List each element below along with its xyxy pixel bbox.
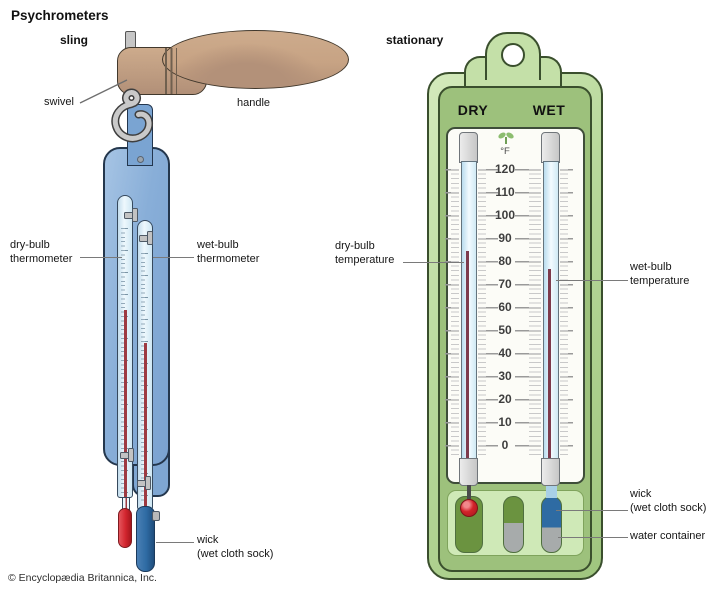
sling-dry-mercury bbox=[123, 310, 127, 502]
wick-clip bbox=[152, 511, 160, 521]
stationary-wick-label: wick (wet cloth sock) bbox=[630, 488, 707, 514]
scale-ticks-inner-left bbox=[478, 169, 498, 459]
dry-column-header: DRY bbox=[457, 102, 489, 118]
wet-tube-top-cap bbox=[540, 132, 560, 163]
reservoir-slot bbox=[503, 496, 524, 553]
scale-tick-label: 60 bbox=[498, 300, 512, 314]
thermometer-clip bbox=[147, 231, 153, 245]
plant-sprout-icon bbox=[497, 130, 515, 144]
scale-tick-label: 100 bbox=[494, 208, 516, 222]
dry-tube-bottom-cap bbox=[458, 458, 478, 486]
scale-tick-label: 20 bbox=[498, 392, 512, 406]
pointer-line bbox=[153, 256, 194, 258]
sling-heading: sling bbox=[60, 33, 89, 47]
wet-bulb-temperature-label: wet-bulb temperature bbox=[630, 261, 690, 287]
sling-handle bbox=[162, 30, 349, 89]
scale-unit: °F bbox=[500, 146, 510, 157]
thermometer-clip bbox=[145, 476, 151, 490]
scale-tick-label: 70 bbox=[498, 277, 512, 291]
wick-water-slot bbox=[541, 496, 562, 553]
dry-tube-stem bbox=[466, 485, 471, 499]
scale-tick-label: 30 bbox=[498, 369, 512, 383]
dry-bulb-ball bbox=[460, 499, 478, 517]
sling-wick bbox=[136, 506, 155, 572]
sling-wick-label: wick (wet cloth sock) bbox=[197, 534, 274, 560]
wet-bulb-thermometer-label: wet-bulb thermometer bbox=[197, 239, 260, 265]
dry-bulb bbox=[117, 508, 132, 548]
water-container-label: water container bbox=[630, 530, 706, 542]
scale-ticks-inner-right bbox=[515, 169, 541, 459]
pointer-line bbox=[558, 536, 628, 538]
scale-tick-label: 80 bbox=[498, 254, 512, 268]
scale-tick-label: 50 bbox=[498, 323, 512, 337]
pointer-line bbox=[556, 509, 628, 511]
wet-column-header: WET bbox=[532, 102, 566, 118]
thermometer-clip bbox=[128, 448, 134, 462]
pointer-line bbox=[80, 256, 122, 258]
copyright-notice: © Encyclopædia Britannica, Inc. bbox=[8, 572, 157, 584]
scale-tick-label: 40 bbox=[498, 346, 512, 360]
scale-tick-label: 110 bbox=[495, 185, 515, 199]
scale-ticks-outer-right bbox=[560, 169, 573, 459]
dry-bulb-temperature-label: dry-bulb temperature bbox=[335, 240, 395, 266]
handle-label: handle bbox=[237, 97, 271, 109]
sling-wet-mercury bbox=[143, 343, 147, 508]
page-title: Psychrometers bbox=[11, 8, 109, 23]
handle-band bbox=[165, 48, 177, 94]
pointer-line bbox=[556, 279, 628, 281]
strap-screw bbox=[137, 156, 144, 163]
stationary-dry-mercury bbox=[466, 250, 470, 461]
scale-tick-label: 10 bbox=[498, 415, 512, 429]
dry-bulb-thermometer-label: dry-bulb thermometer bbox=[10, 239, 73, 265]
dry-tube-top-cap bbox=[458, 132, 478, 163]
stationary-wet-mercury bbox=[548, 268, 552, 461]
scale-ticks-outer-left bbox=[445, 169, 459, 459]
pointer-line bbox=[403, 262, 464, 264]
scale-tick-label: 120 bbox=[494, 162, 516, 176]
thermometer-clip bbox=[132, 208, 138, 222]
scale-tick-label: 90 bbox=[498, 231, 512, 245]
scale-tick-label: 0 bbox=[501, 438, 509, 452]
hang-hole bbox=[501, 43, 525, 67]
wet-wick-stream bbox=[546, 479, 557, 498]
stationary-heading: stationary bbox=[386, 33, 444, 47]
wet-tube-bottom-cap bbox=[540, 458, 560, 486]
swivel-label: swivel bbox=[44, 96, 74, 108]
pointer-line bbox=[156, 541, 194, 543]
